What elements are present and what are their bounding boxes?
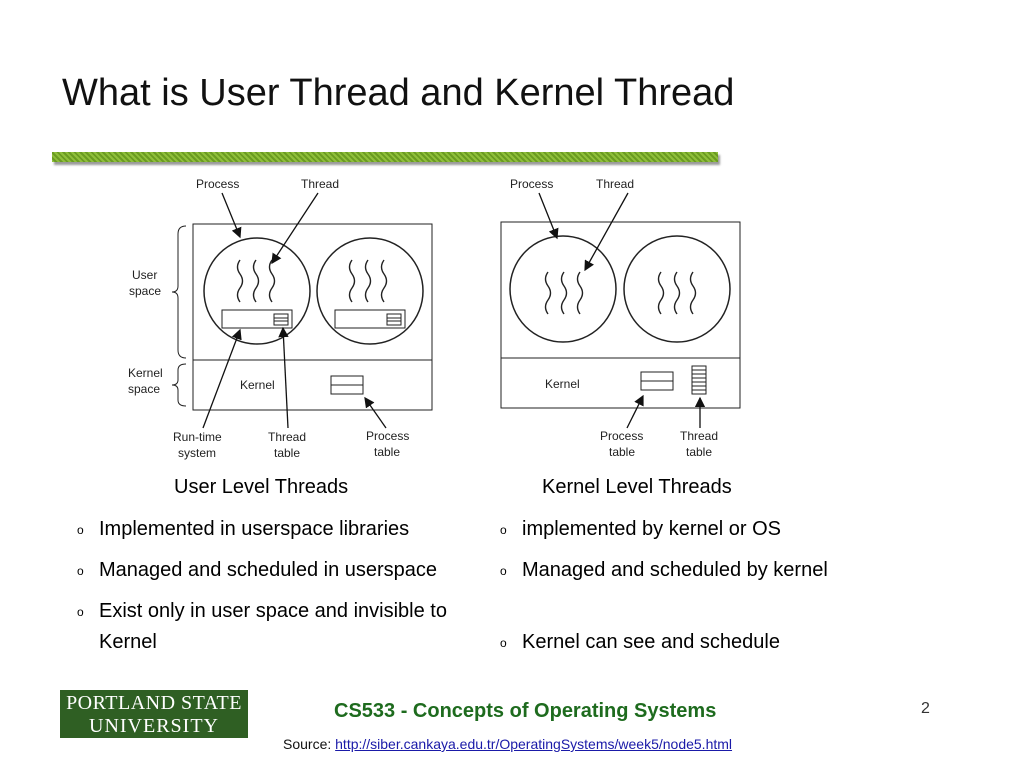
process-circle-2 xyxy=(316,237,424,345)
source-link[interactable]: http://siber.cankaya.edu.tr/OperatingSys… xyxy=(335,736,733,752)
user-level-diagram: Process Thread User space Kernel space K… xyxy=(128,177,433,460)
thread-squiggles-1 xyxy=(236,259,276,303)
slide-title: What is User Thread and Kernel Thread xyxy=(62,72,735,114)
label-runtime-1: Run-time xyxy=(173,430,222,444)
title-divider xyxy=(52,152,718,162)
label-thread-table-k2: table xyxy=(686,445,712,459)
user-space-brace xyxy=(171,225,187,359)
bullet-icon: o xyxy=(500,523,507,537)
thread-table-2 xyxy=(386,313,402,326)
process-circle-k1 xyxy=(509,235,617,343)
label-kernel: Kernel xyxy=(240,378,275,392)
bullet-icon: o xyxy=(77,523,84,537)
kernel-level-diagram: Process Thread Kernel Process table Thre… xyxy=(500,177,741,459)
thread-diagrams: Process Thread User space Kernel space K… xyxy=(128,177,741,460)
label-user-space-1: User xyxy=(132,268,157,282)
label-process-table-k1: Process xyxy=(600,429,643,443)
process-circle-k2 xyxy=(623,235,731,343)
label-runtime-2: system xyxy=(178,446,216,460)
label-process-table-2: table xyxy=(374,445,400,459)
thread-squiggles-2 xyxy=(348,259,388,303)
thread-squiggles-k1 xyxy=(544,271,584,315)
label-thread-table-1: Thread xyxy=(268,430,306,444)
thread-squiggles-k2 xyxy=(657,271,697,315)
label-thread: Thread xyxy=(301,177,339,191)
source-line: Source: http://siber.cankaya.edu.tr/Oper… xyxy=(283,736,732,752)
label-process: Process xyxy=(196,177,239,191)
process-circle-1 xyxy=(203,237,311,345)
thread-table-1 xyxy=(273,313,289,326)
course-title: CS533 - Concepts of Operating Systems xyxy=(334,700,717,722)
bullet-icon: o xyxy=(500,636,507,650)
bullet-icon: o xyxy=(77,605,84,619)
source-label: Source: xyxy=(283,736,336,752)
portland-state-logo: PORTLAND STATE UNIVERSITY xyxy=(60,690,248,738)
page-number: 2 xyxy=(921,700,930,717)
thread-table-k xyxy=(691,365,707,395)
label-kernel-space-1: Kernel xyxy=(128,366,163,380)
kernel-space-brace xyxy=(171,363,187,407)
label-process-table-1: Process xyxy=(366,429,409,443)
caption-user-level: User Level Threads xyxy=(174,476,349,498)
label-thread-table-k1: Thread xyxy=(680,429,718,443)
label-thread-table-2: table xyxy=(274,446,300,460)
caption-kernel-level: Kernel Level Threads xyxy=(542,476,732,498)
bullet-icon: o xyxy=(500,564,507,578)
label-kernel-k: Kernel xyxy=(545,377,580,391)
label-process-k: Process xyxy=(510,177,553,191)
label-user-space-2: space xyxy=(129,284,161,298)
label-kernel-space-2: space xyxy=(128,382,160,396)
bullet-icon: o xyxy=(77,564,84,578)
label-process-table-k2: table xyxy=(609,445,635,459)
label-thread-k: Thread xyxy=(596,177,634,191)
